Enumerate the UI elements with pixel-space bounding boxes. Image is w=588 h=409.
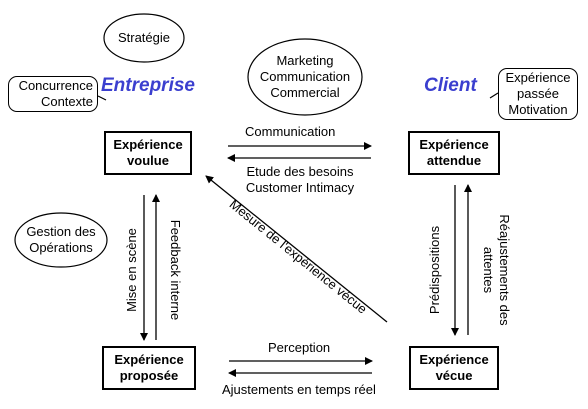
marketing-line-1: Marketing (276, 53, 334, 68)
box-experience-voulue: Expérience voulue (104, 131, 192, 175)
predispositions-label: Prédispositions (427, 225, 442, 315)
entreprise-heading: Entreprise (101, 75, 195, 96)
perception-label: Perception (268, 340, 331, 355)
realtime-adjustments-label: Ajustements en temps réel (222, 382, 376, 397)
box-voulue-line-2: voulue (127, 153, 169, 168)
needs-study-line-2: Customer Intimacy (245, 180, 355, 195)
feedback-interne-label: Feedback interne (168, 219, 183, 321)
needs-study-label: Etude des besoins Customer Intimacy (234, 164, 366, 196)
marketing-line-2: Communication (259, 69, 351, 84)
diagonal-arrow (205, 175, 388, 323)
box-experience-attendue: Expérience attendue (408, 131, 500, 175)
box-proposee-line-2: proposée (119, 368, 179, 383)
left-note-line-1: Concurrence (18, 78, 93, 93)
box-vecue-line-2: vécue (435, 368, 473, 383)
reajustements-line-2: attentes (481, 246, 496, 294)
reajustements-line-1: Réajustements des (497, 214, 512, 326)
box-experience-proposee: Expérience proposée (102, 346, 196, 390)
strategy-oval (103, 13, 185, 63)
strategy-label: Stratégie (104, 30, 184, 46)
client-heading: Client (424, 75, 477, 96)
box-voulue-line-1: Expérience (113, 137, 183, 152)
right-note-line-3: Motivation (508, 102, 568, 117)
marketing-line-3: Commercial (270, 85, 340, 100)
marketing-oval (247, 38, 363, 116)
right-note-pointer (489, 92, 499, 99)
reajustements-label: Réajustements des attentes (480, 210, 512, 330)
box-attendue-line-2: attendue (426, 153, 482, 168)
box-experience-vecue: Expérience vécue (409, 346, 499, 390)
box-attendue-line-1: Expérience (419, 137, 489, 152)
marketing-label: Marketing Communication Commercial (248, 53, 362, 101)
mise-en-scene-label: Mise en scène (124, 228, 139, 312)
strategy-text: Stratégie (117, 30, 171, 45)
right-context-note: Expérience passée Motivation (498, 68, 578, 120)
box-vecue-line-1: Expérience (419, 352, 489, 367)
operations-label: Gestion des Opérations (15, 224, 107, 256)
right-note-line-2: passée (517, 86, 559, 101)
right-note-line-1: Expérience (505, 70, 571, 85)
left-note-line-2: Contexte (40, 94, 93, 109)
operations-line-1: Gestion des (26, 224, 96, 239)
operations-line-2: Opérations (29, 240, 93, 255)
communication-label: Communication (245, 124, 336, 139)
left-note-pointer (97, 95, 107, 101)
operations-oval (14, 212, 108, 268)
left-context-note: Concurrence Contexte (8, 76, 98, 112)
needs-study-line-1: Etude des besoins (246, 164, 354, 179)
box-proposee-line-1: Expérience (114, 352, 184, 367)
